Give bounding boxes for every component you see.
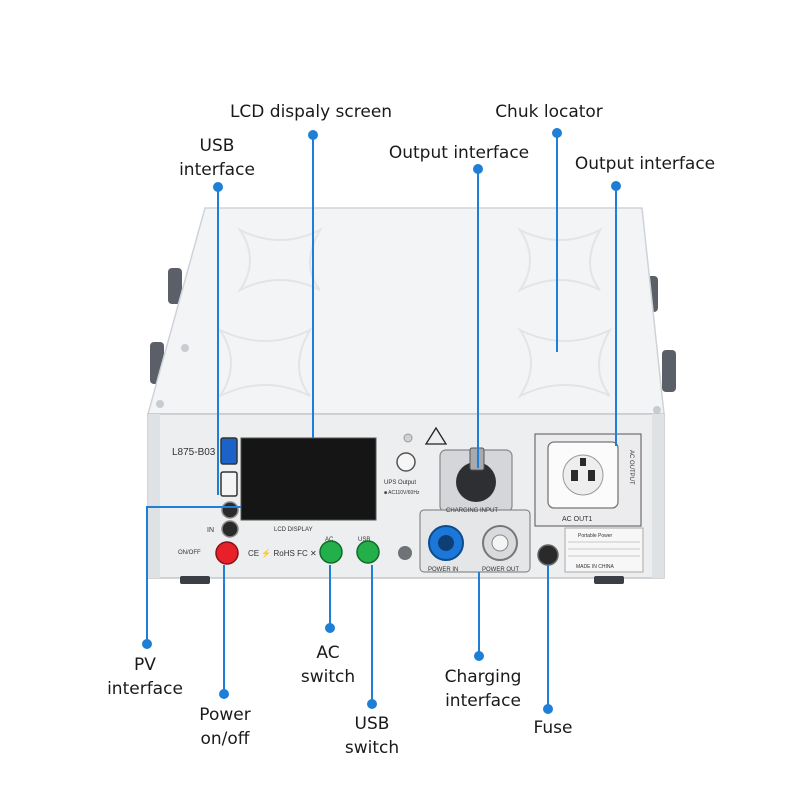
power-button-label: ON/OFF	[178, 550, 201, 556]
ac-output-side-label: AC OUTPUT	[628, 450, 634, 485]
ups-caption: UPS Output	[384, 480, 416, 486]
in-label: IN	[207, 527, 214, 534]
callout-lines	[142, 128, 621, 714]
foot	[594, 576, 624, 584]
lcd-screen	[240, 437, 377, 521]
usb-port-white[interactable]	[220, 471, 238, 497]
lcd-caption: LCD DISPLAY	[274, 527, 313, 533]
fuse-holder[interactable]	[537, 544, 559, 566]
ac-out-label: AC OUT1	[562, 516, 592, 523]
label-output-interface-center: Output interface	[388, 143, 530, 163]
cert-marks: CE ⚡ RoHS FC ✕	[248, 548, 317, 558]
nameplate-title: Portable Power	[578, 533, 613, 539]
label-output-interface-right: Output interface	[574, 154, 716, 174]
label-chuk-locator: Chuk locator	[495, 102, 603, 122]
ac-button-label: AC	[325, 537, 334, 543]
label-fuse: Fuse	[533, 718, 573, 738]
pv-jack-2[interactable]	[221, 520, 239, 538]
model-text: L875-B03	[172, 447, 216, 458]
case-top-embossing	[217, 227, 613, 399]
charger-panel-label: CHARGING INPUT	[446, 508, 498, 514]
power-button[interactable]	[215, 541, 239, 565]
usb-port-blue[interactable]	[220, 437, 238, 465]
made-in-text: MADE IN CHINA	[576, 564, 614, 570]
power-out-label: POWER OUT	[482, 567, 519, 573]
label-lcd-screen: LCD dispaly screen	[229, 102, 393, 122]
nameplate	[564, 527, 644, 573]
ac-switch-button[interactable]	[319, 540, 343, 564]
usb-switch-button[interactable]	[356, 540, 380, 564]
case-top	[147, 207, 665, 415]
chuck-output-connector[interactable]	[456, 462, 496, 502]
warning-icon	[424, 426, 448, 445]
ups-output-socket[interactable]	[396, 452, 416, 472]
power-in-label: POWER IN	[428, 567, 458, 573]
pv-jack-1[interactable]	[221, 501, 239, 519]
foot	[180, 576, 210, 584]
ups-rating: ■ AC110V/60Hz	[384, 490, 420, 496]
usb-button-label: USB	[358, 537, 370, 543]
